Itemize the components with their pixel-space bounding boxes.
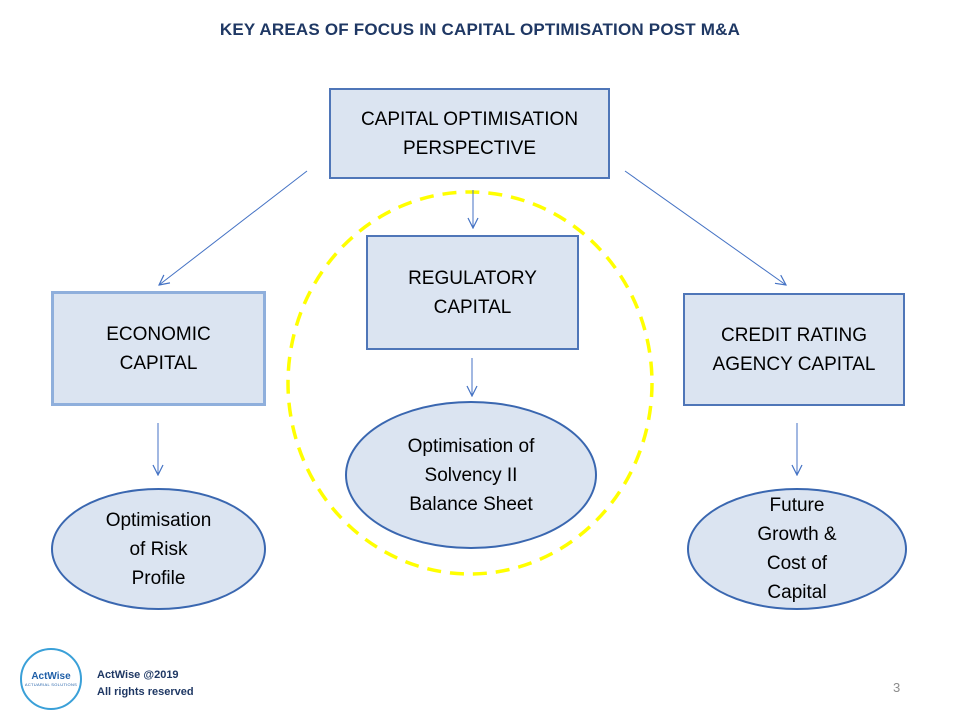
regulatory-capital-label: REGULATORY CAPITAL (408, 267, 537, 318)
footer-text: ActWise @2019 All rights reserved (97, 667, 194, 701)
highlight-dashed-circle (286, 190, 654, 576)
solvency-balance-sheet-label: Optimisation of Solvency II Balance Shee… (407, 435, 535, 515)
regulatory-capital-box: REGULATORY CAPITAL (366, 235, 579, 350)
page-number: 3 (893, 680, 901, 695)
solvency-balance-sheet-oval: Optimisation of Solvency II Balance Shee… (345, 401, 597, 549)
capital-optimisation-perspective-label: CAPITAL OPTIMISATION PERSPECTIVE (360, 108, 579, 159)
future-growth-oval: Future Growth & Cost of Capital (687, 488, 907, 610)
capital-optimisation-perspective-box: CAPITAL OPTIMISATION PERSPECTIVE (329, 88, 610, 179)
logo-name: ActWise (31, 671, 71, 682)
actwise-logo: ActWise ACTUARIAL SOLUTIONS (20, 648, 82, 710)
arrow-top-to-economic (159, 170, 308, 285)
arrow-top-to-credit (624, 170, 786, 285)
credit-rating-agency-capital-label: CREDIT RATING AGENCY CAPITAL (712, 324, 876, 375)
risk-profile-oval: Optimisation of Risk Profile (51, 488, 266, 610)
logo-subtitle: ACTUARIAL SOLUTIONS (24, 682, 78, 687)
footer-copyright: ActWise @2019 (97, 669, 179, 681)
slide-title: KEY AREAS OF FOCUS IN CAPITAL OPTIMISATI… (219, 20, 741, 39)
economic-capital-box: ECONOMIC CAPITAL (51, 291, 266, 406)
credit-rating-agency-capital-box: CREDIT RATING AGENCY CAPITAL (683, 293, 905, 406)
economic-capital-label: ECONOMIC CAPITAL (106, 323, 211, 374)
footer-rights: All rights reserved (97, 686, 194, 698)
future-growth-label: Future Growth & Cost of Capital (757, 495, 837, 603)
risk-profile-label: Optimisation of Risk Profile (105, 509, 212, 589)
